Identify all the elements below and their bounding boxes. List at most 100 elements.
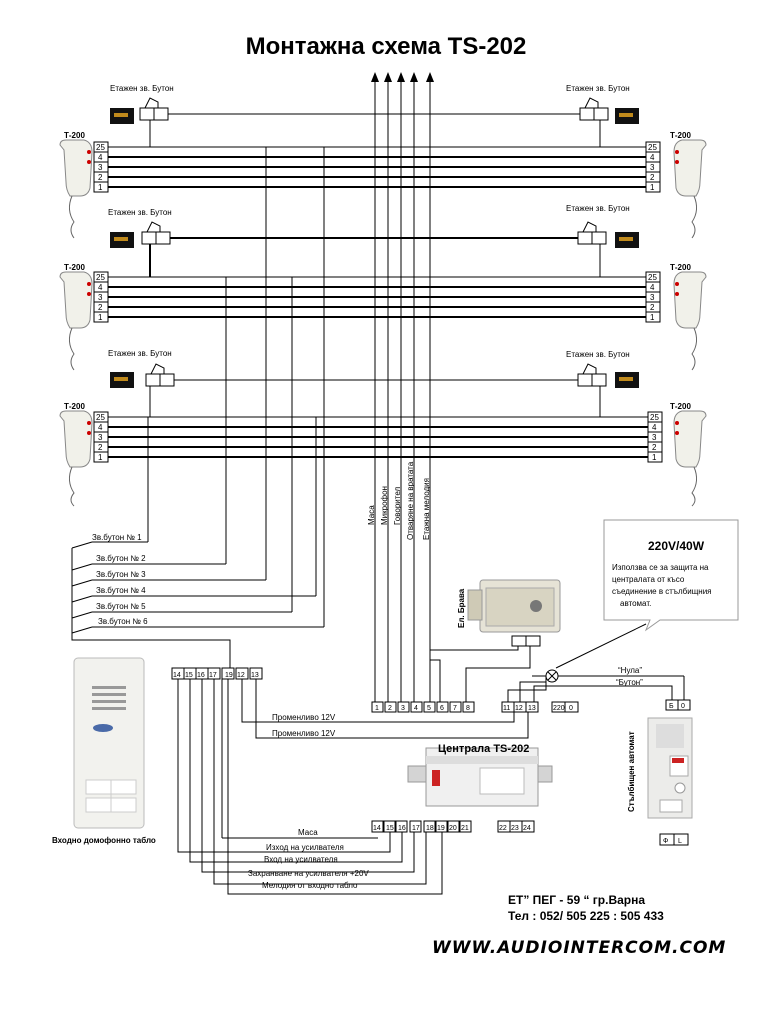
- svg-text:13: 13: [251, 672, 259, 679]
- svg-text:24: 24: [523, 825, 531, 832]
- svg-text:3: 3: [98, 293, 103, 302]
- svg-text:18: 18: [426, 825, 434, 832]
- ac-12v-label-2: Променливо 12V: [272, 729, 336, 738]
- svg-text:15: 15: [185, 672, 193, 679]
- note-line-4: автомат.: [620, 599, 651, 608]
- svg-text:3: 3: [401, 705, 405, 712]
- call-button-5: Зв.бутон № 5: [96, 602, 146, 611]
- stair-automat-label: Стълбищен автомат: [627, 731, 636, 812]
- svg-text:25: 25: [96, 143, 105, 152]
- floor-button-label-left-2: Етажен зв. Бутон: [108, 208, 172, 217]
- label-ground: Маса: [298, 828, 318, 837]
- null-label: “Нула”: [618, 666, 642, 675]
- label-panel-melody: Мелодия от входно табло: [262, 881, 358, 890]
- svg-text:7: 7: [453, 705, 457, 712]
- svg-text:4: 4: [652, 423, 657, 432]
- handset-terminals-left-1: 25 4 3 2 1: [93, 141, 109, 193]
- svg-text:2: 2: [652, 443, 657, 452]
- svg-text:L: L: [678, 838, 682, 845]
- svg-text:220: 220: [553, 705, 565, 712]
- panel-terminal-block: 14 15 16 17 19 12 13: [171, 667, 529, 895]
- svg-text:2: 2: [650, 303, 655, 312]
- svg-text:2: 2: [388, 705, 392, 712]
- svg-text:Ф: Ф: [663, 838, 668, 845]
- call-button-1: Зв.бутон № 1: [92, 533, 142, 542]
- svg-text:20: 20: [449, 825, 457, 832]
- svg-text:1: 1: [650, 183, 655, 192]
- handset-icon: [59, 271, 93, 329]
- handset-label-right-2: Т-200: [670, 263, 691, 272]
- button-label: “Бутон”: [616, 678, 643, 687]
- central-title: Централа TS-202: [438, 743, 529, 755]
- svg-text:1: 1: [98, 453, 103, 462]
- svg-text:3: 3: [650, 293, 655, 302]
- floor-button-label-left-1: Етажен зв. Бутон: [110, 84, 174, 93]
- svg-text:4: 4: [98, 423, 103, 432]
- floor-button-label-right-3: Етажен зв. Бутон: [566, 350, 630, 359]
- svg-text:1: 1: [375, 705, 379, 712]
- svg-text:1: 1: [652, 453, 657, 462]
- handset-icon: [59, 139, 93, 197]
- svg-text:Б: Б: [669, 703, 674, 710]
- svg-text:1: 1: [98, 313, 103, 322]
- handset-terminals-right-3: 25 4 3 2 1: [647, 411, 663, 463]
- floor-button-label-right-2: Етажен зв. Бутон: [566, 204, 630, 213]
- handset-label-right-1: Т-200: [670, 131, 691, 140]
- page-title: Монтажна схема TS-202: [246, 33, 527, 60]
- call-button-4: Зв.бутон № 4: [96, 586, 146, 595]
- svg-text:3: 3: [652, 433, 657, 442]
- ac-12v-label-1: Променливо 12V: [272, 713, 336, 722]
- handset-label-left-1: Т-200: [64, 131, 85, 140]
- svg-text:4: 4: [98, 153, 103, 162]
- entry-panel: Входно домофонно табло: [52, 657, 156, 845]
- handset-label-left-3: Т-200: [64, 402, 85, 411]
- bus-labels: Маса Микрофон Говорител Отваряне на врат…: [367, 461, 431, 540]
- svg-text:8: 8: [466, 705, 470, 712]
- handset-icon: [673, 139, 707, 197]
- call-button-6: Зв.бутон № 6: [98, 617, 148, 626]
- svg-text:25: 25: [648, 273, 657, 282]
- central-unit: Централа TS-202 14 15 16 17 18 19 20 21 …: [371, 743, 553, 833]
- company-name: ЕТ” ПЕГ - 59 “ гр.Варна: [508, 893, 645, 907]
- lamp-note: 220V/40W Използва се за защита на центра…: [532, 519, 739, 687]
- svg-text:5: 5: [427, 705, 431, 712]
- company-phone: Тел : 052/ 505 225 : 505 433: [508, 909, 664, 923]
- bus-label-floor-melody: Етажна мелодия: [422, 478, 431, 540]
- bus-label-ground: Маса: [367, 505, 376, 525]
- svg-text:0: 0: [569, 705, 573, 712]
- svg-text:15: 15: [386, 825, 394, 832]
- footer: ЕТ” ПЕГ - 59 “ гр.Варна Тел : 052/ 505 2…: [432, 893, 725, 958]
- handset-icon: [59, 410, 93, 468]
- bus-label-speaker: Говорител: [393, 486, 402, 525]
- central-mid-terminals: 11 12 13 220 0: [501, 676, 673, 713]
- handset-terminals-left-3: 25 4 3 2 1: [93, 411, 109, 463]
- call-buttons: Зв.бутон № 1 Зв.бутон № 2 Зв.бутон № 3 З…: [71, 533, 325, 668]
- svg-text:12: 12: [515, 705, 523, 712]
- handset-terminals-right-2: 25 4 3 2 1: [645, 271, 661, 323]
- handset-terminals-left-2: 25 4 3 2 1: [93, 271, 109, 323]
- svg-text:13: 13: [528, 705, 536, 712]
- note-line-2: централата от късо: [612, 575, 685, 584]
- svg-text:19: 19: [225, 672, 233, 679]
- svg-text:16: 16: [197, 672, 205, 679]
- call-button-3: Зв.бутон № 3: [96, 570, 146, 579]
- call-wire-risers: [147, 147, 325, 620]
- handset-label-right-3: Т-200: [670, 402, 691, 411]
- stair-automat: Б 0 Стълбищен автомат Ф L: [627, 676, 693, 846]
- svg-text:11: 11: [503, 705, 510, 712]
- svg-text:2: 2: [98, 173, 103, 182]
- electric-lock: Ел. Брава: [457, 579, 561, 647]
- handset-icon: [673, 410, 707, 468]
- svg-text:4: 4: [98, 283, 103, 292]
- svg-text:14: 14: [373, 825, 381, 832]
- bus-label-door-open: Отваряне на вратата: [406, 461, 415, 540]
- central-top-terminals: 1 2 3 4 5 6 7 8: [371, 646, 531, 713]
- svg-text:25: 25: [96, 413, 105, 422]
- lock-label: Ел. Брава: [457, 588, 466, 628]
- svg-text:17: 17: [209, 672, 217, 679]
- note-line-1: Използва се за защита на: [612, 563, 709, 572]
- svg-text:2: 2: [98, 443, 103, 452]
- svg-text:17: 17: [412, 825, 420, 832]
- svg-text:3: 3: [98, 163, 103, 172]
